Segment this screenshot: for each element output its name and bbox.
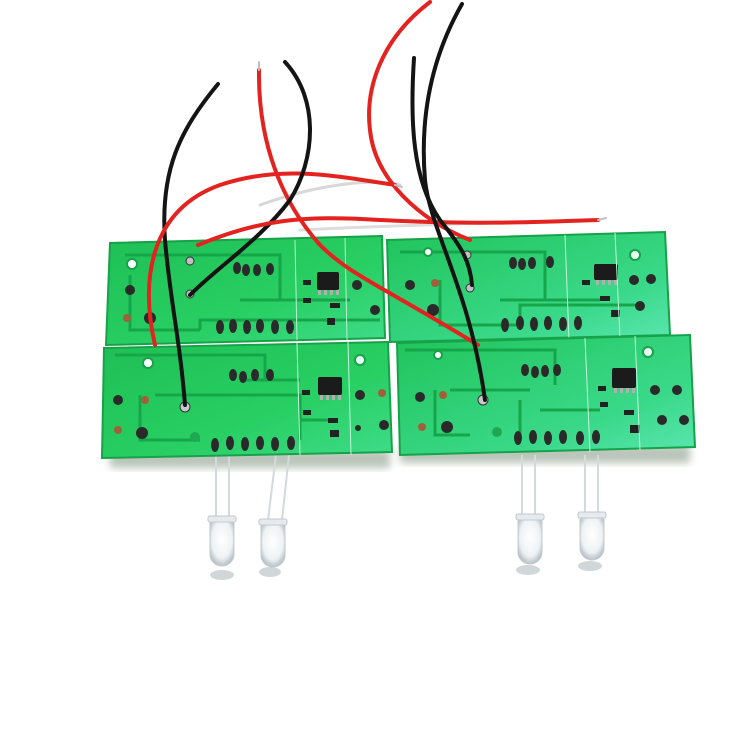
pcb-board-top-right [385, 230, 672, 344]
black-wire-1 [162, 82, 220, 407]
ic-chip [612, 368, 636, 393]
pcb-board-bottom-right [395, 333, 697, 457]
ic-chip [594, 264, 618, 285]
solder-row [216, 262, 294, 334]
red-wire-4 [367, 0, 472, 242]
black-wire-2 [188, 60, 312, 297]
ic-chip [318, 377, 342, 400]
led-3 [515, 455, 545, 575]
led-1 [207, 455, 237, 580]
black-wire-3 [421, 2, 487, 402]
pcb-board-bottom-left [100, 340, 394, 460]
wires [146, 0, 607, 407]
red-wire-1 [146, 171, 397, 347]
led-4 [577, 455, 607, 571]
red-wire-2 [256, 68, 480, 347]
led-group [207, 454, 607, 580]
led-2 [258, 454, 290, 577]
black-wire-4 [410, 56, 474, 287]
mounting-hole [126, 258, 138, 270]
solder-pad [125, 285, 135, 295]
ic-chip [317, 272, 339, 295]
red-wire-3 [196, 216, 600, 247]
